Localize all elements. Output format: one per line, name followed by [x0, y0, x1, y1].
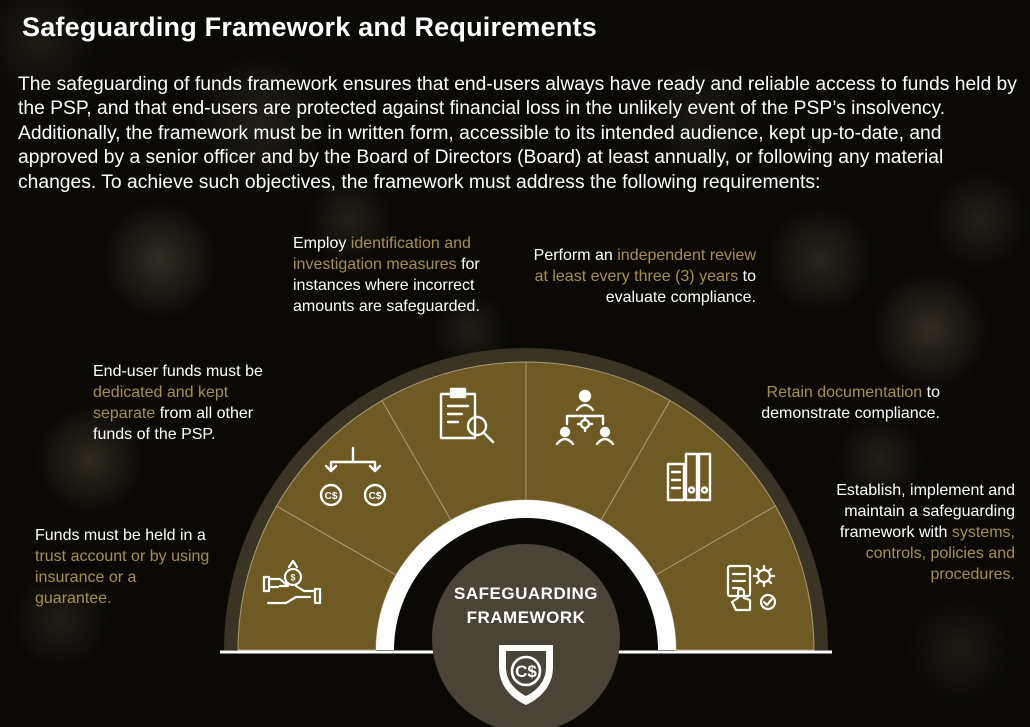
clipboard-search-icon: [439, 387, 495, 444]
requirement-highlight: trust account or by using insurance or a…: [35, 548, 210, 607]
binders-icon: [666, 452, 712, 502]
requirement-establish-framework: Establish, implement and maintain a safe…: [835, 480, 1015, 585]
shield-currency-label: C$: [515, 662, 537, 681]
settings-checklist-icon: [726, 564, 777, 612]
requirement-text: Perform an: [533, 247, 618, 264]
requirement-highlight: Retain documentation: [766, 384, 923, 401]
requirement-text: for instances where incorrect amounts ar…: [293, 256, 480, 315]
requirement-trust-account: Funds must be held in a trust account or…: [35, 525, 210, 609]
requirement-text: Funds must be held in a: [35, 527, 206, 544]
requirement-documentation: Retain documentation to demonstrate comp…: [740, 382, 940, 424]
center-label-line1: SAFEGUARDING: [454, 584, 598, 603]
requirement-text: to evaluate compliance.: [605, 268, 756, 306]
requirement-text: from all other funds of the PSP.: [93, 405, 254, 443]
diagram-ring: [220, 348, 832, 654]
inner-white-band: [376, 500, 676, 650]
org-review-icon: [555, 389, 615, 446]
requirement-independent-review: Perform an independent review at least e…: [528, 245, 756, 308]
requirement-highlight: identification and investigation measure…: [293, 235, 471, 273]
currency-shield-icon: C$: [499, 645, 553, 705]
requirement-identification: Employ identification and investigation …: [293, 233, 515, 317]
hands-money-bag-icon: $: [262, 559, 322, 605]
requirement-text: Establish, implement and maintain a safe…: [836, 482, 1015, 541]
requirement-highlight: systems, controls, policies and procedur…: [865, 524, 1015, 583]
requirement-highlight: dedicated and kept separate: [93, 384, 229, 422]
requirement-text: Employ: [293, 235, 351, 252]
intro-paragraph: The safeguarding of funds framework ensu…: [18, 74, 1017, 193]
svg-text:C$: C$: [325, 491, 338, 502]
center-disc: [432, 544, 620, 727]
split-funds-icon: C$ C$: [319, 446, 387, 507]
requirement-text: to demonstrate compliance.: [761, 384, 940, 422]
page-title: Safeguarding Framework and Requirements: [22, 12, 597, 42]
requirement-dedicated-funds: End-user funds must be dedicated and kep…: [93, 361, 268, 445]
requirement-text: End-user funds must be: [93, 363, 263, 380]
svg-text:C$: C$: [369, 491, 382, 502]
svg-text:$: $: [290, 573, 295, 583]
center-label-line2: FRAMEWORK: [466, 608, 586, 627]
center-label: SAFEGUARDING FRAMEWORK: [428, 582, 624, 630]
requirement-highlight: independent review at least every three …: [534, 247, 756, 285]
